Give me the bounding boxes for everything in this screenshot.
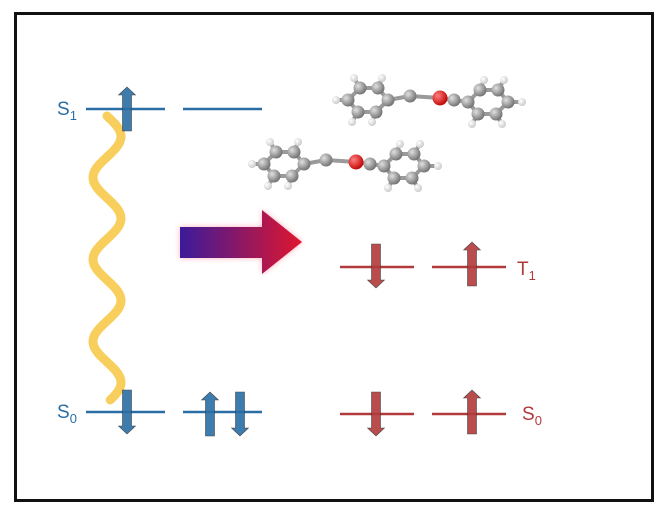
spin-up-arrow-icon [462, 389, 482, 435]
spin-up-arrow-icon [200, 391, 220, 437]
label-s1: S1 [57, 99, 77, 123]
gradient-arrow-icon [180, 210, 302, 274]
triplet-levels [340, 265, 506, 416]
molecule-bottom [248, 138, 442, 192]
label-s0-right: S0 [522, 404, 542, 428]
label-s0-left: S0 [57, 402, 77, 426]
spin-down-arrow-icon [117, 389, 137, 435]
spin-up-arrow-icon [117, 86, 137, 132]
spin-up-arrow-icon [462, 241, 482, 287]
spin-down-arrow-icon [230, 391, 250, 437]
label-t1: T1 [517, 259, 536, 283]
molecule-dimer-icon [248, 74, 526, 192]
level-labels: S1 S0 T1 S0 [57, 99, 542, 428]
spin-down-arrow-icon [366, 243, 386, 289]
spin-down-arrow-icon [366, 391, 386, 437]
molecule-top [332, 74, 526, 128]
wavy-photon-icon [88, 111, 126, 405]
spin-arrows [117, 86, 482, 437]
